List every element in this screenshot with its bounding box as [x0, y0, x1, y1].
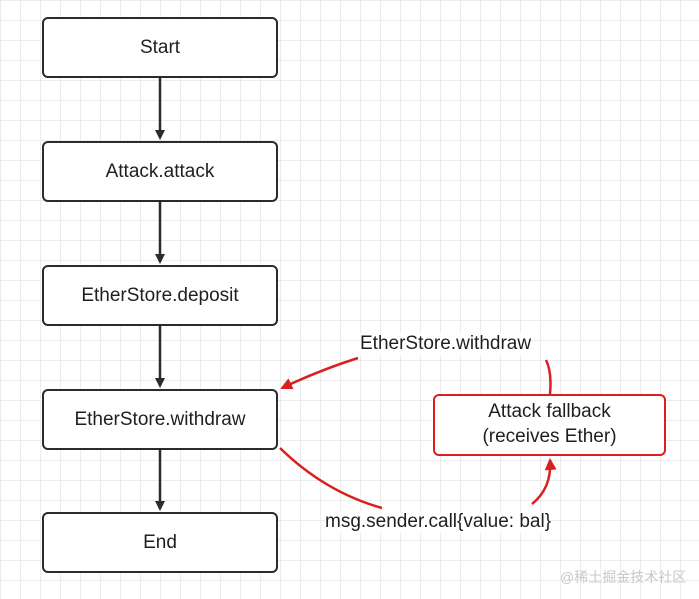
node-etherstore-deposit: EtherStore.deposit	[42, 265, 278, 326]
watermark-text: @稀土掘金技术社区	[560, 569, 687, 585]
node-attack-fallback: Attack fallback (receives Ether)	[433, 394, 666, 456]
node-attack-attack: Attack.attack	[42, 141, 278, 202]
node-attack-label: Attack.attack	[105, 160, 215, 182]
red-curve-withdraw-to-call	[279, 447, 383, 510]
node-etherstore-withdraw: EtherStore.withdraw	[42, 389, 278, 450]
fallback-line1: Attack fallback	[488, 401, 611, 423]
node-start: Start	[42, 17, 278, 78]
edge-label-sender-text: msg.sender.call{value: bal}	[325, 511, 552, 532]
red-curve-fallback-to-label	[544, 359, 552, 395]
node-end-label: End	[143, 531, 177, 553]
edge-label-withdraw-call: EtherStore.withdraw	[360, 333, 532, 355]
node-withdraw-label: EtherStore.withdraw	[74, 408, 246, 430]
edge-label-sender-call: msg.sender.call{value: bal}	[325, 511, 552, 533]
fallback-line2: (receives Ether)	[482, 426, 617, 447]
node-end: End	[42, 512, 278, 573]
red-arrow-to-fallback	[531, 458, 557, 505]
node-start-label: Start	[139, 36, 181, 58]
edge-label-withdraw-text: EtherStore.withdraw	[360, 333, 532, 354]
node-deposit-label: EtherStore.deposit	[81, 284, 239, 306]
watermark: @稀土掘金技术社区	[560, 567, 686, 587]
red-arrow-to-withdraw	[280, 356, 359, 390]
